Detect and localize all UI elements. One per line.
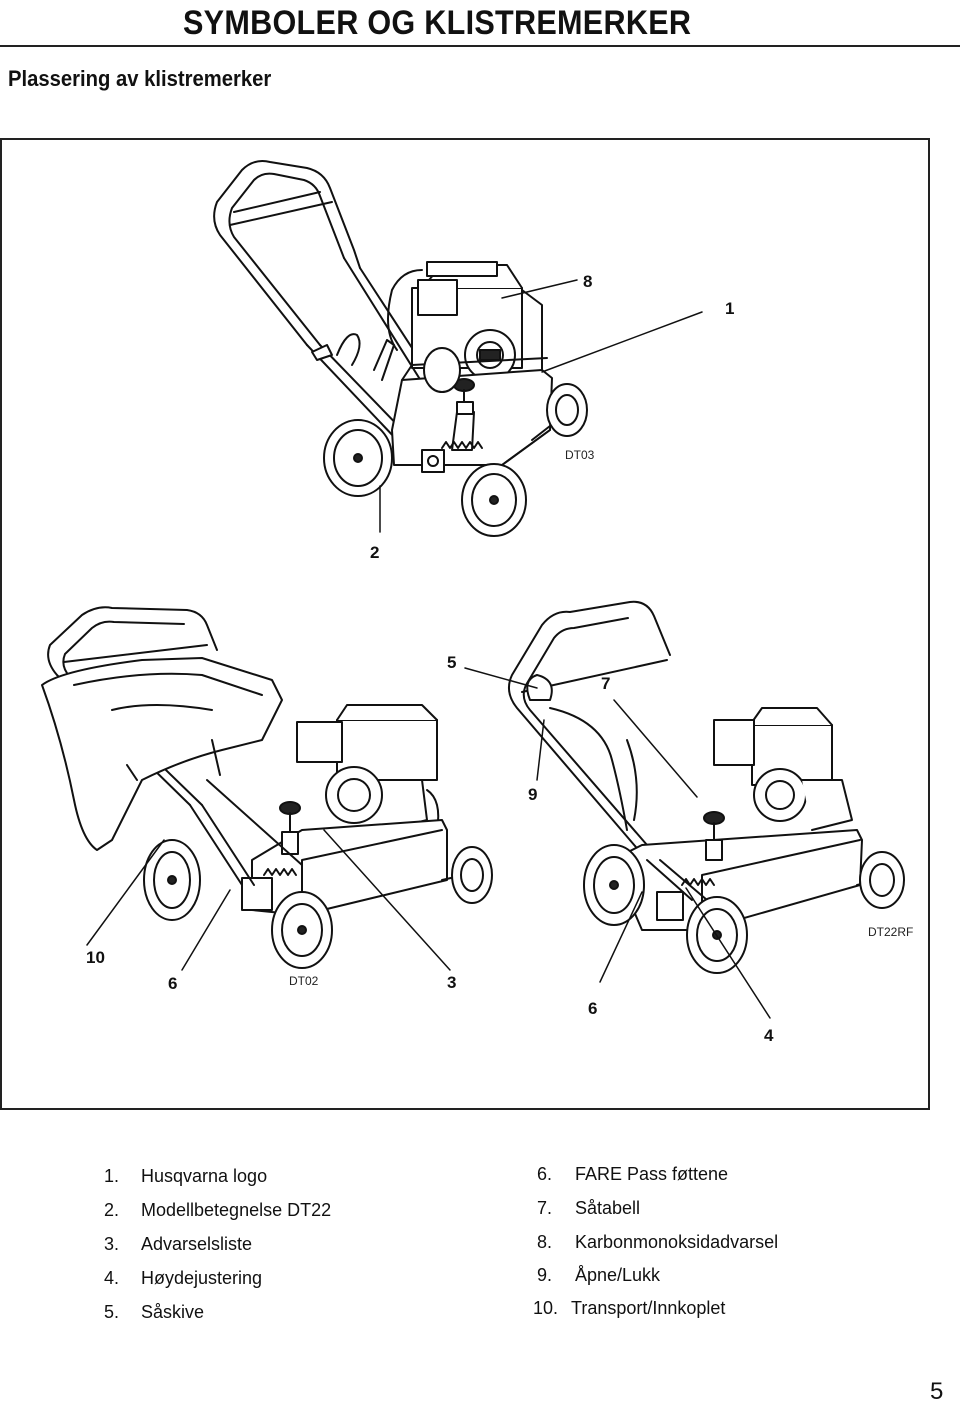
callout-7: 7 <box>601 674 611 693</box>
dt03-front-wheel <box>323 419 393 497</box>
callout-8: 8 <box>583 272 593 291</box>
legend-text: Høydejustering <box>141 1268 263 1288</box>
dt03-rear-wheel <box>461 463 527 537</box>
decal-placement-figure: 8 1 2 5 7 9 10 6 3 6 4 DT03 DT02 DT22RF <box>0 138 930 1110</box>
legend-text: Transport/Innkoplet <box>571 1298 726 1318</box>
legend-num: 6. <box>537 1164 553 1184</box>
legend-num: 8. <box>537 1232 553 1252</box>
legend-text: Åpne/Lukk <box>575 1265 661 1285</box>
model-label-dt02: DT02 <box>289 974 319 988</box>
callout-5: 5 <box>447 653 457 672</box>
legend-text: Karbonmonoksidadvarsel <box>575 1232 779 1252</box>
legend-num: 4. <box>104 1268 120 1288</box>
machine-dt02-drawing <box>41 606 493 969</box>
machine-dt03-drawing <box>213 160 588 537</box>
model-label-dt03: DT03 <box>565 448 595 462</box>
callout-4: 4 <box>764 1026 774 1045</box>
legend-num: 7. <box>537 1198 553 1218</box>
callout-6-left: 6 <box>168 974 178 993</box>
legend-num: 3. <box>104 1234 120 1254</box>
legend-text: Såtabell <box>575 1198 641 1218</box>
legend-num: 1. <box>104 1166 120 1186</box>
dt22rf-front-wheel <box>583 844 645 926</box>
model-label-dt22rf: DT22RF <box>868 925 914 939</box>
legend-text: FARE Pass føttene <box>575 1164 729 1184</box>
machine-dt22rf-drawing <box>507 600 905 974</box>
title-rule <box>0 45 960 47</box>
legend-text: Såskive <box>141 1302 205 1322</box>
legend-text: Advarselsliste <box>141 1234 253 1254</box>
callout-9: 9 <box>528 785 538 804</box>
dethatcher-illustrations <box>41 160 905 1019</box>
dt02-rear-wheel <box>271 891 333 969</box>
page-title: SYMBOLER OG KLISTREMERKER <box>183 4 692 42</box>
dt03-left-rear-wheel <box>423 347 461 393</box>
dt03-back-wheel <box>546 383 588 437</box>
dt22rf-back-wheel <box>859 851 905 909</box>
page-number: 5 <box>930 1378 944 1405</box>
callout-6-right: 6 <box>588 999 598 1018</box>
legend-num: 9. <box>537 1265 553 1285</box>
section-subtitle: Plassering av klistremerker <box>8 66 272 91</box>
callout-1: 1 <box>725 299 735 318</box>
legend-num: 2. <box>104 1200 120 1220</box>
dt02-front-wheel <box>143 839 201 921</box>
callout-10: 10 <box>86 948 105 967</box>
dt02-back-wheel <box>451 846 493 904</box>
legend-num: 5. <box>104 1302 120 1322</box>
legend-num: 10. <box>533 1298 559 1318</box>
legend-text: Husqvarna logo <box>141 1166 268 1186</box>
callout-3: 3 <box>447 973 457 992</box>
callout-2: 2 <box>370 543 380 562</box>
legend-text: Modellbetegnelse DT22 <box>141 1200 332 1220</box>
